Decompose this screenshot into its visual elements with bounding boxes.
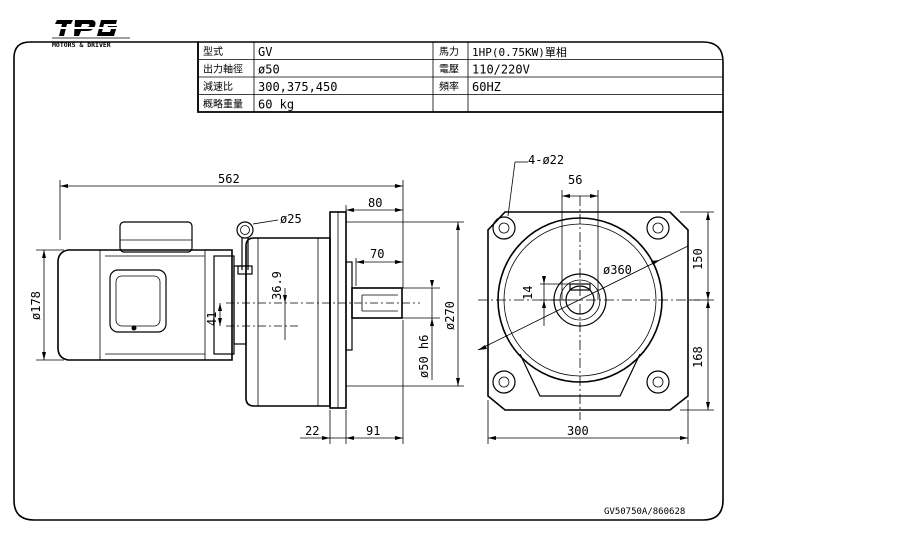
spec-label-frequency: 頻率 (439, 80, 459, 93)
spec-value-shaft: ø50 (258, 63, 280, 77)
spec-value-power: 1HP(0.75KW)單相 (472, 46, 567, 59)
dim-lower-height: 168 (691, 346, 705, 368)
dim-key-width: 56 (568, 173, 582, 187)
dim-motor-dia: ø178 (29, 291, 43, 320)
dim-offset-369: 36.9 (270, 271, 284, 300)
dim-flange-width: 300 (567, 424, 589, 438)
spec-label-ratio: 減速比 (203, 80, 233, 93)
spec-value-frequency: 60HZ (472, 80, 501, 94)
bolt-hole (492, 370, 516, 394)
dim-shaft-dia: ø50 h6 (417, 335, 431, 378)
drawing-number: GV50750A/860628 (604, 507, 685, 517)
spec-value-weight: 60 kg (258, 98, 294, 112)
dim-overall-length: 562 (218, 172, 240, 186)
spec-value-voltage: 110/220V (472, 63, 530, 77)
dim-shaft-ext: 91 (366, 424, 380, 438)
dim-bolt-holes: 4-ø22 (528, 153, 564, 167)
dim-flange-thickness: 22 (305, 424, 319, 438)
bolt-hole (646, 370, 670, 394)
dim-upper-height: 150 (691, 248, 705, 270)
dim-pcd: ø360 (603, 263, 632, 277)
spec-table: 型式 GV 馬力 1HP(0.75KW)單相 出力軸徑 ø50 電壓 110/2… (197, 41, 724, 113)
dim-offset-41: 41 (205, 312, 219, 326)
spec-label-model: 型式 (203, 45, 223, 58)
spec-value-ratio: 300,375,450 (258, 80, 337, 94)
side-view (57, 211, 420, 409)
logo-mark-icon (50, 20, 123, 36)
spec-label-voltage: 電壓 (439, 64, 459, 76)
side-dimensions: 562 80 70 ø25 ø178 36.9 41 ø50 h6 (29, 172, 464, 444)
spec-label-power: 馬力 (439, 45, 459, 58)
spec-label-weight: 概略重量 (203, 98, 243, 111)
spec-label-shaft: 出力軸徑 (203, 63, 243, 76)
spec-value-model: GV (258, 45, 272, 59)
front-dimensions: 4-ø22 56 14 ø360 150 168 300 (477, 153, 714, 444)
dim-shaft-length: 70 (370, 247, 384, 261)
dim-key-depth: 14 (521, 286, 535, 300)
bolt-hole (492, 216, 516, 240)
dim-housing-dia: ø270 (443, 301, 457, 330)
brand-logo: MOTORS & DRIVER (50, 20, 130, 49)
dim-eyebolt-dia: ø25 (280, 212, 302, 226)
bolt-hole (646, 216, 670, 240)
front-view (478, 196, 700, 420)
dim-flange-to-shaft: 80 (368, 196, 382, 210)
logo-tagline: MOTORS & DRIVER (52, 41, 111, 49)
drawing-frame (13, 41, 724, 521)
